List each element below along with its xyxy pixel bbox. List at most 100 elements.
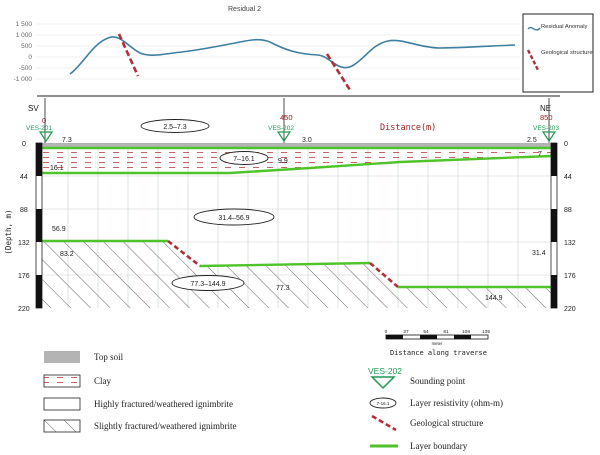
residual-panel: Residual 2 1 500 1 000 500 0 -500 -1 000… [14, 6, 594, 93]
depth-value: 2.5 [527, 137, 537, 144]
distance-axis-label: Distance(m) [380, 123, 436, 133]
geological-structure-marker [167, 239, 201, 268]
scale-tick-label: 81 [443, 329, 449, 335]
sounding-point-icon [38, 131, 54, 143]
ves-203-label: VES-203 [533, 125, 559, 132]
residual-tick-label: 500 [21, 43, 32, 50]
legend-highly-label: Highly fractured/weathered ignimbrite [94, 399, 233, 409]
scale-tick-label: 0 [385, 329, 388, 335]
residual-geological-structures [117, 33, 352, 91]
depth-values: 7.3 16.1 56.9 83.2 3.0 9.9 2.5 7 31.4 77… [50, 137, 546, 302]
left-depth-ticks: 0 44 88 132 176 220 [18, 141, 30, 313]
depth-tick-label: 0 [22, 141, 26, 148]
right-depth-scale [550, 142, 558, 309]
depth-value: 16.1 [50, 165, 64, 172]
scale-unit: meter [432, 341, 443, 346]
residual-tick-label: 0 [28, 54, 32, 61]
residual-legend: Residual Anomaly Geological structure [522, 13, 594, 93]
x-tick-label: 450 [280, 113, 293, 122]
resistivity-value: 7–16.1 [233, 156, 255, 163]
geological-structure-marker [325, 53, 352, 91]
scale-tick-label: 27 [403, 329, 409, 335]
scale-tick-label: 54 [423, 329, 429, 335]
legend-clay-label: Clay [94, 376, 111, 386]
residual-legend-label: Residual Anomaly [541, 24, 588, 30]
resistivity-label-slightly: 77.3–144.9 [171, 275, 245, 291]
resistivity-value: 77.3–144.9 [190, 281, 225, 288]
depth-value: 7.3 [62, 137, 72, 144]
residual-legend-swatch [527, 26, 541, 31]
section-header: SV NE 0 450 850 Distance(m) [28, 95, 560, 133]
depth-tick-label: 220 [564, 306, 576, 313]
residual-tick-label: 1 000 [16, 32, 33, 39]
residual-y-axis: 1 500 1 000 500 0 -500 -1 000 [14, 21, 33, 83]
scale-tick-label: 108 [462, 329, 470, 335]
legend-resistivity-symbol: 7-16.1 [377, 401, 390, 406]
depth-tick-label: 44 [564, 174, 572, 181]
clay-layer [42, 148, 551, 173]
residual-gridlines [36, 23, 520, 80]
depth-tick-label: 88 [564, 207, 572, 214]
depth-tick-label: 88 [20, 207, 28, 214]
depth-value: 3.0 [302, 137, 312, 144]
depth-value: 9.9 [278, 158, 288, 165]
geological-legend-label: Geological structure [541, 50, 593, 56]
topsoil-layer [42, 143, 551, 148]
depth-tick-label: 220 [18, 306, 30, 313]
legend-boundary-label: Layer boundary [410, 441, 468, 451]
cross-section: 0 44 88 132 176 220 0 44 88 132 176 220 … [4, 98, 576, 313]
resistivity-ellipse-icon [369, 397, 397, 409]
depth-tick-label: 176 [18, 273, 30, 280]
depth-tick-label: 132 [564, 240, 576, 247]
slightly-fractured-layer [42, 241, 551, 308]
slightly-fractured-swatch [43, 419, 81, 433]
symbol-legend: VES-202 Sounding point 7-16.1 Layer resi… [368, 366, 503, 451]
resistivity-value: 31.4–56.9 [218, 215, 249, 222]
sounding-point-icon [276, 131, 292, 143]
sounding-point-icon [541, 131, 557, 143]
residual-anomaly-curve [69, 36, 516, 75]
clay-swatch [43, 374, 81, 388]
legend-geological-label: Geological structure [410, 418, 483, 428]
resistivity-label-topsoil: 2.5–7.3 [140, 119, 210, 133]
ves-203-marker: VES-203 [533, 125, 559, 143]
legend-slightly-label: Slightly fractured/weathered ignimbrite [94, 421, 236, 431]
geological-structure-marker [117, 33, 140, 77]
topsoil-swatch [44, 351, 80, 363]
depth-value: 31.4 [532, 250, 546, 257]
highly-fractured-swatch [43, 397, 81, 411]
geological-structure-marker [369, 262, 399, 288]
ves-202-marker: VES-202 [268, 125, 294, 143]
resistivity-value: 2.5–7.3 [163, 124, 186, 131]
ves-201-marker: VES-201 [26, 125, 54, 143]
depth-value: 144.9 [485, 295, 503, 302]
depth-axis-label: (Depth, m) [4, 209, 13, 254]
left-depth-scale [35, 142, 43, 309]
sounding-point-icon [370, 376, 396, 390]
legend-sounding-label: Sounding point [410, 376, 466, 386]
section-geological-structures [167, 239, 399, 288]
right-depth-ticks: 0 44 88 132 176 220 [564, 141, 576, 313]
direction-left: SV [28, 104, 39, 113]
residual-title: Residual 2 [228, 6, 261, 13]
direction-right: NE [540, 104, 551, 113]
geological-structure-icon [371, 414, 397, 432]
residual-tick-label: -500 [19, 65, 32, 72]
depth-tick-label: 176 [564, 273, 576, 280]
scale-caption: Distance along traverse [390, 349, 487, 357]
depth-value: 77.3 [276, 285, 290, 292]
ves-201-label: VES-201 [26, 125, 52, 132]
depth-tick-label: 44 [20, 174, 28, 181]
legend-topsoil-label: Top soil [94, 352, 124, 362]
ves-vertical-lines [44, 98, 550, 143]
legend-resistivity-label: Layer resistivity (ohm-m) [410, 398, 503, 408]
depth-tick-label: 132 [18, 240, 30, 247]
depth-value: 7 [538, 151, 542, 158]
resistivity-label-clay: 7–16.1 [219, 151, 269, 165]
resistivity-label-fractured: 31.4–56.9 [193, 208, 275, 226]
scale-tick-label: 135 [482, 329, 490, 335]
x-tick-label: 0 [42, 116, 46, 125]
fractured-boundary-mid [199, 261, 371, 268]
ves-202-label: VES-202 [268, 125, 294, 132]
